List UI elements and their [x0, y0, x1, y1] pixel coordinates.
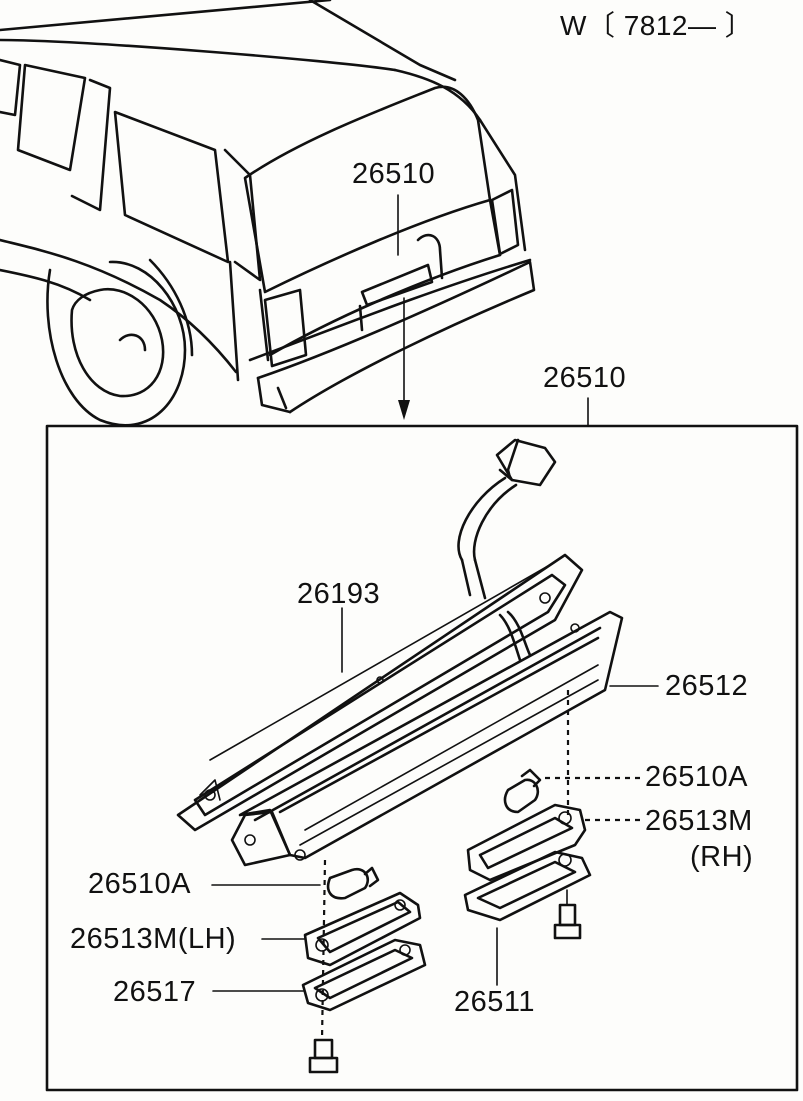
label-gasket-rh: 26511 — [454, 986, 535, 1018]
gasket-rh — [463, 850, 592, 922]
label-lamp-body: 26512 — [665, 670, 749, 702]
label-socket-rh-side: (RH) — [690, 841, 754, 873]
detail-frame — [45, 424, 799, 1092]
connector-harness — [457, 438, 557, 600]
label-box-assembly: 26510 — [543, 362, 627, 394]
screw-rh — [553, 889, 582, 940]
header-code: W〔 7812— 〕 — [560, 10, 754, 41]
gasket-lh — [301, 938, 427, 1012]
label-top-assembly: 26510 — [352, 158, 436, 190]
label-socket-rh: 26513M — [645, 805, 753, 837]
screw-lh — [308, 1038, 339, 1074]
label-socket-lh: 26513M(LH) — [70, 923, 237, 955]
lamp-body-26512 — [230, 610, 624, 867]
bulb-rh — [503, 768, 542, 814]
lens-gasket-26193 — [176, 553, 584, 832]
bulb-lh — [326, 866, 380, 900]
label-bulb-rh: 26510A — [645, 761, 748, 793]
socket-plate-lh — [303, 891, 422, 967]
label-lens-gasket: 26193 — [297, 578, 381, 610]
station-wagon-illustration — [0, 0, 536, 427]
label-gasket-lh: 26517 — [113, 976, 197, 1008]
label-bulb-lh: 26510A — [88, 868, 191, 900]
